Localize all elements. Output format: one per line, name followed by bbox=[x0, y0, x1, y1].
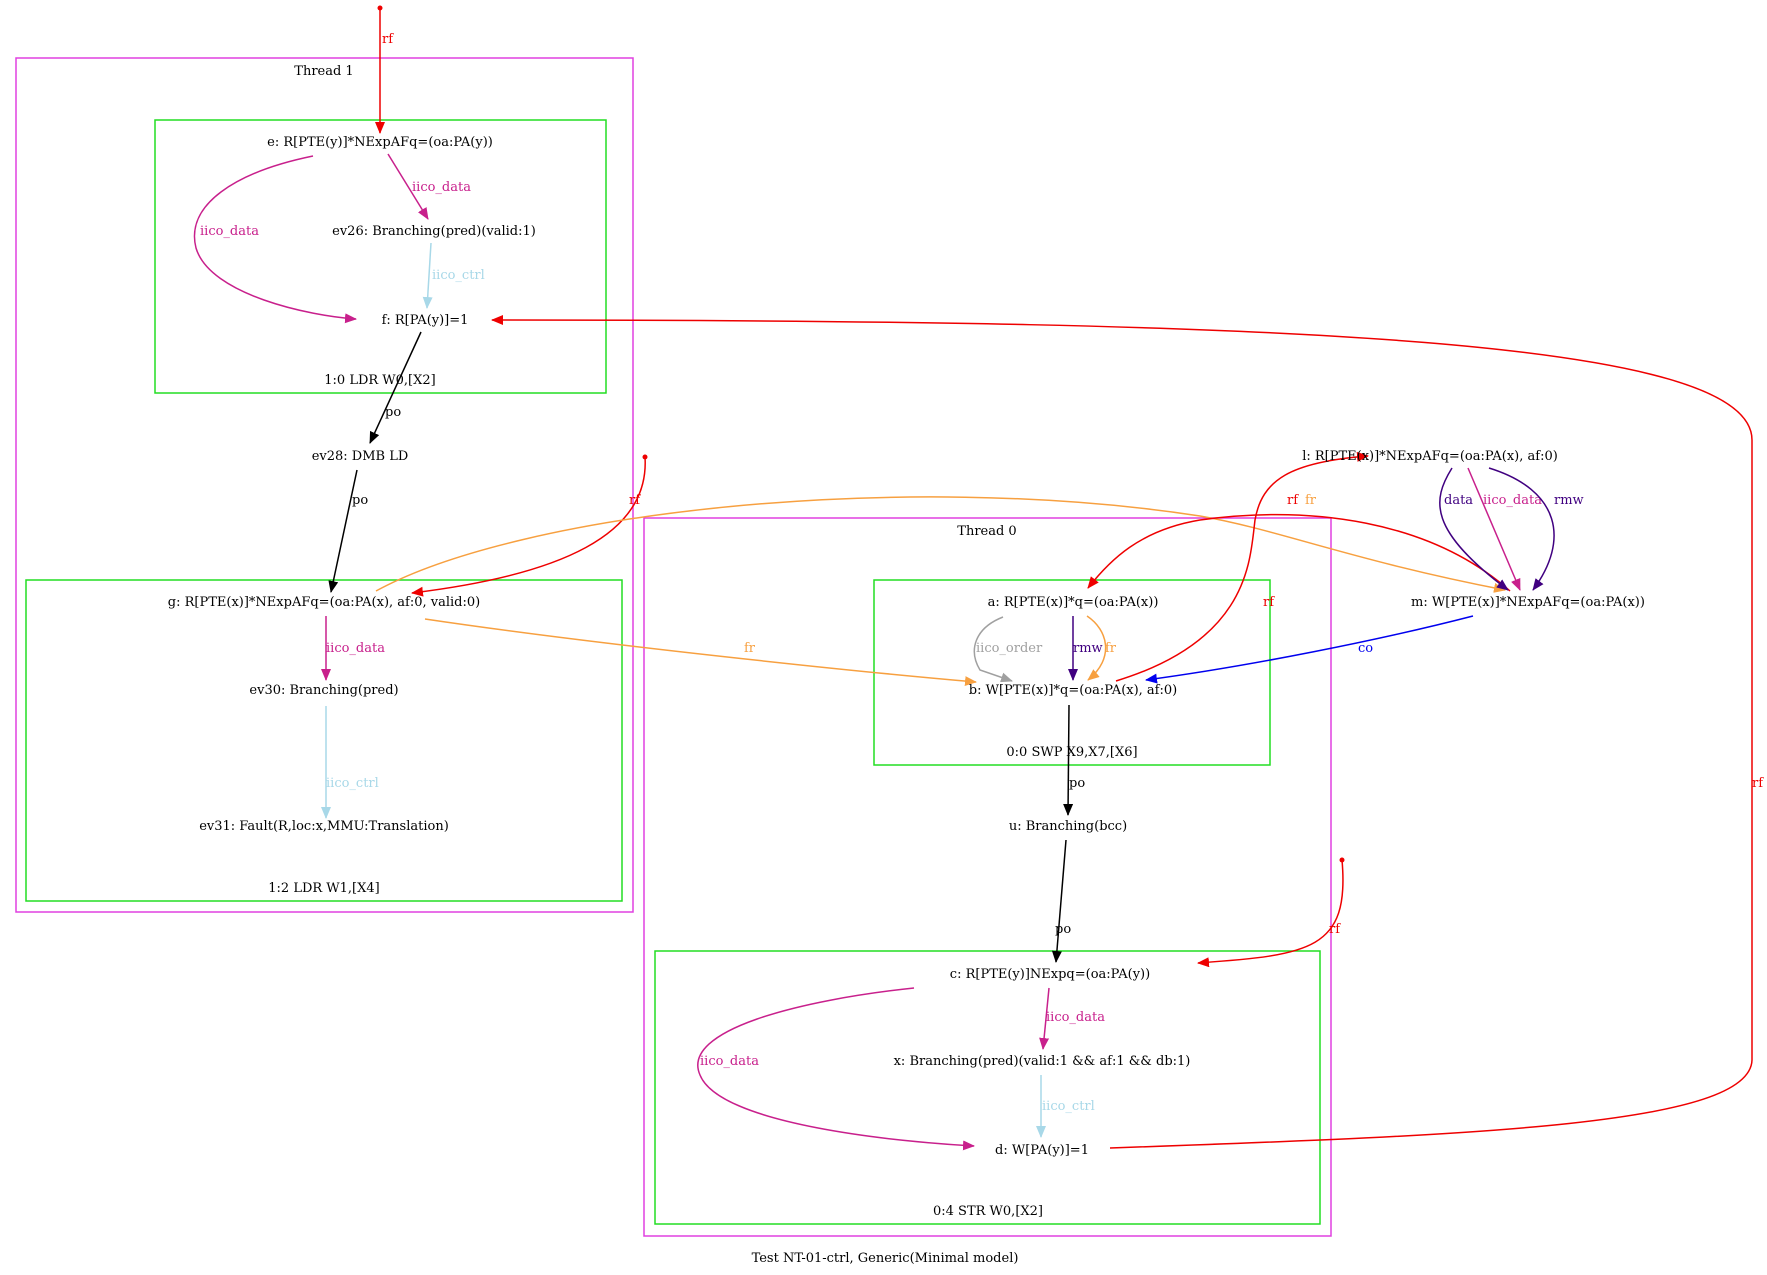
edge-label-l-m-iico: iico_data bbox=[1483, 493, 1542, 508]
thread-0-cluster bbox=[643, 517, 1332, 1237]
edge-b-u bbox=[1063, 704, 1074, 816]
edge-e-ev26 bbox=[387, 153, 429, 220]
edge-label-a-b-fr: fr bbox=[1105, 641, 1117, 656]
edge-label-g-b-fr: fr bbox=[744, 641, 756, 656]
edge-label-rf-init-e: rf bbox=[382, 32, 394, 47]
edge-label-a-b-rmw: rmw bbox=[1073, 641, 1103, 656]
edge-label-l-m-data: data bbox=[1444, 493, 1473, 508]
instr-1-2-cluster bbox=[25, 579, 623, 902]
node-b: b: W[PTE(x)]*q=(oa:PA(x), af:0) bbox=[969, 683, 1177, 698]
edge-label-b-l-fr: fr bbox=[1305, 493, 1317, 508]
edge-rf-init-g bbox=[411, 456, 646, 597]
thread-1-label: Thread 1 bbox=[294, 64, 353, 79]
node-c: c: R[PTE(y)]NExpq=(oa:PA(y)) bbox=[950, 967, 1150, 982]
instr-0-0-label: 0:0 SWP X9,X7,[X6] bbox=[1006, 745, 1137, 760]
node-d: d: W[PA(y)]=1 bbox=[995, 1143, 1089, 1158]
edge-rf-init-c bbox=[1197, 859, 1344, 968]
edge-g-m-fr bbox=[375, 496, 1506, 593]
edge-c-x bbox=[1039, 987, 1050, 1050]
edge-e-f bbox=[193, 155, 357, 324]
edge-l-m-rmw bbox=[1488, 467, 1555, 591]
node-ev26: ev26: Branching(pred)(valid:1) bbox=[332, 224, 536, 239]
thread-0-label: Thread 0 bbox=[957, 524, 1016, 539]
edge-l-m-iico bbox=[1467, 467, 1521, 591]
edge-m-b-co bbox=[1145, 615, 1474, 684]
instr-0-4-cluster bbox=[654, 950, 1321, 1225]
node-m: m: W[PTE(x)]*NExpAFq=(oa:PA(x)) bbox=[1411, 595, 1645, 610]
edge-label-m-b-co: co bbox=[1358, 641, 1373, 656]
edge-a-b-order bbox=[973, 616, 1013, 683]
edge-label-ev26-f: iico_ctrl bbox=[432, 268, 485, 283]
edge-label-ev28-g: po bbox=[352, 493, 368, 508]
edge-label-ev30-ev31: iico_ctrl bbox=[326, 776, 379, 791]
edge-label-c-d: iico_data bbox=[700, 1054, 759, 1069]
edge-label-rf-init-c: rf bbox=[1329, 922, 1341, 937]
instr-1-2-label: 1:2 LDR W1,[X4] bbox=[268, 881, 379, 896]
edge-ev26-f bbox=[422, 242, 433, 309]
edge-l-m-data bbox=[1439, 467, 1509, 591]
edge-label-x-d: iico_ctrl bbox=[1042, 1099, 1095, 1114]
instr-0-4-label: 0:4 STR W0,[X2] bbox=[933, 1204, 1043, 1219]
node-x: x: Branching(pred)(valid:1 && af:1 && db… bbox=[894, 1054, 1191, 1069]
edge-g-b-fr bbox=[424, 618, 977, 687]
node-ev28: ev28: DMB LD bbox=[312, 449, 409, 464]
edge-f-ev28 bbox=[369, 331, 422, 444]
edge-c-d bbox=[697, 987, 975, 1151]
edge-label-e-ev26: iico_data bbox=[412, 180, 471, 195]
edge-a-b-fr bbox=[1086, 615, 1107, 681]
node-ev31: ev31: Fault(R,loc:x,MMU:Translation) bbox=[199, 819, 449, 834]
edge-label-d-f-rf: rf bbox=[1752, 776, 1764, 791]
edge-ev28-g bbox=[328, 469, 358, 593]
edge-label-e-f: iico_data bbox=[200, 224, 259, 239]
edge-d-f-rf bbox=[491, 315, 1753, 1149]
edge-m-a-rf bbox=[1087, 514, 1511, 592]
edge-label-f-ev28: po bbox=[385, 405, 401, 420]
edge-label-c-x: iico_data bbox=[1046, 1010, 1105, 1025]
node-a: a: R[PTE(x)]*q=(oa:PA(x)) bbox=[988, 595, 1159, 610]
node-g: g: R[PTE(x)]*NExpAFq=(oa:PA(x), af:0, va… bbox=[168, 595, 480, 610]
graph-caption: Test NT-01-ctrl, Generic(Minimal model) bbox=[752, 1251, 1019, 1266]
node-l: l: R[PTE(x)]*NExpAFq=(oa:PA(x), af:0) bbox=[1302, 449, 1558, 464]
node-e: e: R[PTE(y)]*NExpAFq=(oa:PA(y)) bbox=[267, 135, 493, 150]
edge-label-g-ev30: iico_data bbox=[326, 641, 385, 656]
node-f: f: R[PA(y)]=1 bbox=[382, 313, 469, 328]
edge-label-a-b-order: iico_order bbox=[976, 641, 1043, 656]
instr-1-0-label: 1:0 LDR W0,[X2] bbox=[324, 373, 435, 388]
edge-b-l-rf bbox=[1115, 451, 1369, 682]
thread-1-cluster bbox=[15, 57, 634, 913]
edge-label-b-l-rf2: rf bbox=[1263, 595, 1275, 610]
edge-label-u-c: po bbox=[1055, 922, 1071, 937]
edge-label-b-l-rf: rf bbox=[1287, 493, 1299, 508]
edge-label-rf-init-g: rf bbox=[629, 493, 641, 508]
edge-label-b-u: po bbox=[1069, 776, 1085, 791]
node-u: u: Branching(bcc) bbox=[1009, 819, 1127, 834]
instr-1-0-cluster bbox=[154, 119, 607, 394]
edge-label-l-m-rmw: rmw bbox=[1554, 493, 1584, 508]
edge-u-c bbox=[1051, 839, 1067, 963]
node-ev30: ev30: Branching(pred) bbox=[249, 683, 398, 698]
